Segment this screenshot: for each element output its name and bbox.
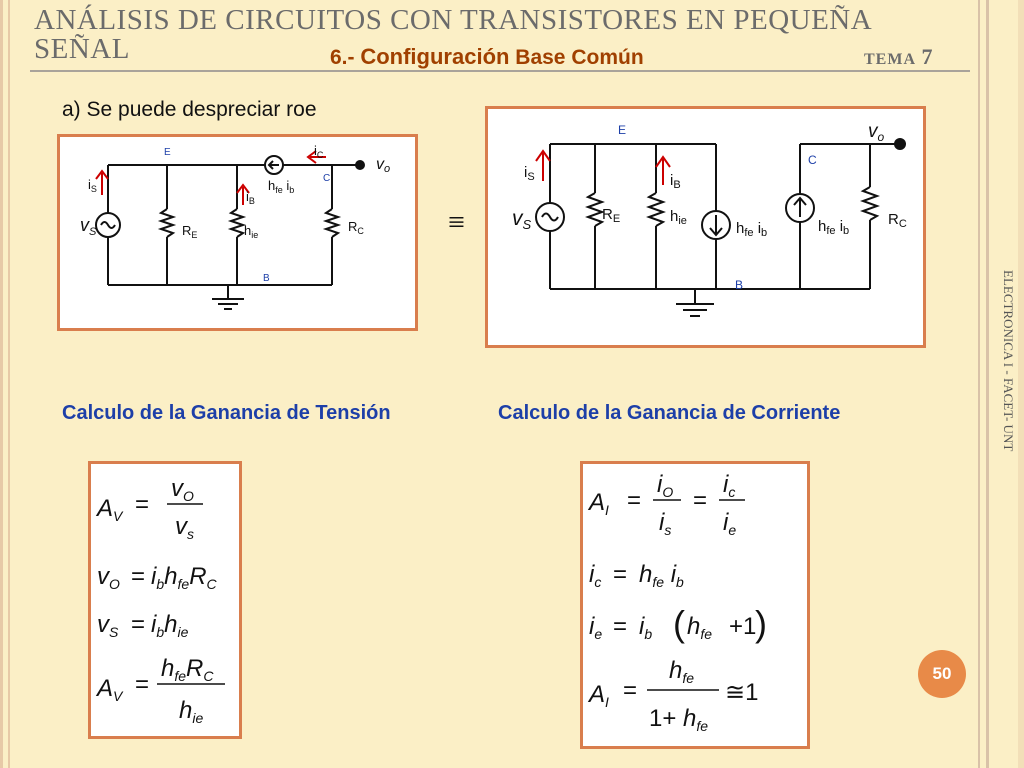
svg-text:vS: vS (80, 215, 97, 238)
svg-text:hfe ib: hfe ib (818, 218, 849, 238)
slide-title-line2: SEÑAL (34, 33, 130, 65)
svg-text:hie: hie (179, 697, 203, 726)
left-stripe-1 (0, 0, 3, 768)
svg-text:hfe ib: hfe ib (268, 178, 294, 196)
svg-text:=: = (623, 677, 637, 704)
svg-text:hfe ib: hfe ib (639, 561, 684, 590)
svg-text:vO: vO (171, 475, 194, 504)
current-gain-heading: Calculo de la Ganancia de Corriente (498, 402, 841, 424)
svg-text:ie: ie (723, 509, 736, 538)
svg-text:iS: iS (524, 164, 535, 183)
tema-label: TEMA 7 (864, 44, 933, 70)
svg-text:RC: RC (888, 211, 907, 230)
svg-text:iS: iS (88, 177, 97, 194)
svg-text:vo: vo (868, 121, 885, 144)
svg-text:ie: ie (589, 613, 602, 642)
slide-title-line1: ANÁLISIS DE CIRCUITOS CON TRANSISTORES E… (34, 4, 873, 36)
side-footer-text: ELECTRONICA I - FACET- UNT (1001, 270, 1016, 452)
svg-text:=: = (613, 561, 627, 588)
svg-text:1+: 1+ (649, 705, 676, 732)
svg-text:AI: AI (587, 489, 609, 518)
svg-text:vO: vO (97, 563, 120, 592)
subtitle-main: Configuración (360, 44, 510, 69)
svg-text:=: = (131, 611, 145, 638)
current-gain-equations: AI = iO is = ic ie ic = hfe ib ie = ib (… (587, 471, 767, 734)
svg-text:C: C (323, 173, 330, 184)
side-footer: ELECTRONICA I - FACET- UNT (1000, 270, 1016, 530)
svg-text:hfe: hfe (683, 705, 708, 734)
svg-text:ib: ib (639, 613, 652, 642)
left-stripe-2 (8, 0, 10, 768)
svg-text:ibhie: ibhie (151, 611, 189, 640)
svg-text:≅1: ≅1 (725, 679, 758, 706)
svg-text:ibhfeRC: ibhfeRC (151, 563, 218, 592)
subtitle-rest: Base Común (509, 46, 644, 69)
svg-text:=: = (627, 487, 641, 514)
svg-text:=: = (613, 613, 627, 640)
svg-text:=: = (135, 491, 149, 518)
svg-text:E: E (164, 147, 171, 158)
svg-text:vo: vo (376, 156, 390, 175)
current-gain-equations-box: AI = iO is = ic ie ic = hfe ib ie = ib (… (580, 461, 810, 749)
svg-text:RE: RE (602, 206, 620, 225)
tema-number: 7 (921, 44, 933, 69)
svg-text:AV: AV (95, 495, 124, 524)
svg-text:E: E (618, 123, 626, 137)
subtitle-prefix: 6.- (330, 46, 361, 69)
svg-text:hfe ib: hfe ib (736, 220, 767, 240)
page-number-badge: 50 (918, 650, 966, 698)
svg-text:=: = (131, 563, 145, 590)
svg-text:iO: iO (657, 471, 673, 500)
svg-text:hfeRC: hfeRC (161, 655, 214, 684)
svg-text:vS: vS (512, 207, 532, 232)
slide-title: ANÁLISIS DE CIRCUITOS CON TRANSISTORES E… (34, 6, 954, 64)
svg-text:C: C (808, 153, 817, 167)
circuit-right-box: iS vS RE hie iB hfe ib hfe ib RC vo E C … (485, 106, 926, 348)
equivalent-circuit-diagram: iS vS RE hie iB hfe ib hfe ib RC vo E C … (512, 121, 907, 317)
circuit-left-box: iS vS RE hie iB RC hfe ib iC vo E C B (57, 134, 418, 331)
voltage-gain-equations: AV = vO vs vO = ibhfeRC vS = ibhie AV = … (95, 475, 225, 726)
svg-text:B: B (263, 273, 270, 284)
svg-text:iB: iB (246, 189, 255, 206)
right-stripe-3 (1018, 0, 1024, 768)
svg-text:iC: iC (314, 143, 324, 160)
svg-text:RE: RE (182, 223, 197, 240)
svg-text:hfe: hfe (669, 657, 694, 686)
svg-text:=: = (135, 671, 149, 698)
svg-text:ic: ic (723, 471, 735, 500)
title-underline (30, 70, 970, 72)
svg-text:iB: iB (670, 172, 681, 191)
svg-text:is: is (659, 509, 671, 538)
voltage-gain-equations-box: AV = vO vs vO = ibhfeRC vS = ibhie AV = … (88, 461, 242, 739)
svg-text:): ) (755, 603, 767, 644)
slide-subtitle: 6.- Configuración Base Común (330, 44, 644, 70)
right-stripe-2 (986, 0, 989, 768)
svg-text:(: ( (673, 603, 685, 644)
svg-text:vS: vS (97, 611, 119, 640)
svg-text:hie: hie (244, 223, 258, 240)
note-text: a) Se puede despreciar roe (62, 98, 317, 121)
tema-text: TEMA (864, 51, 916, 68)
equivalence-symbol: ≡ (448, 206, 465, 239)
svg-text:+1: +1 (729, 613, 756, 640)
svg-text:hie: hie (670, 208, 687, 227)
svg-text:AI: AI (587, 681, 609, 710)
svg-text:vs: vs (175, 513, 194, 542)
svg-text:ic: ic (589, 561, 601, 590)
svg-text:hfe: hfe (687, 613, 712, 642)
right-stripe-1 (978, 0, 980, 768)
svg-text:B: B (735, 278, 743, 292)
svg-text:=: = (693, 487, 707, 514)
common-base-circuit-diagram: iS vS RE hie iB RC hfe ib iC vo E C B (80, 143, 390, 310)
svg-text:AV: AV (95, 675, 124, 704)
voltage-gain-heading: Calculo de la Ganancia de Tensión (62, 402, 391, 424)
svg-text:RC: RC (348, 219, 364, 236)
